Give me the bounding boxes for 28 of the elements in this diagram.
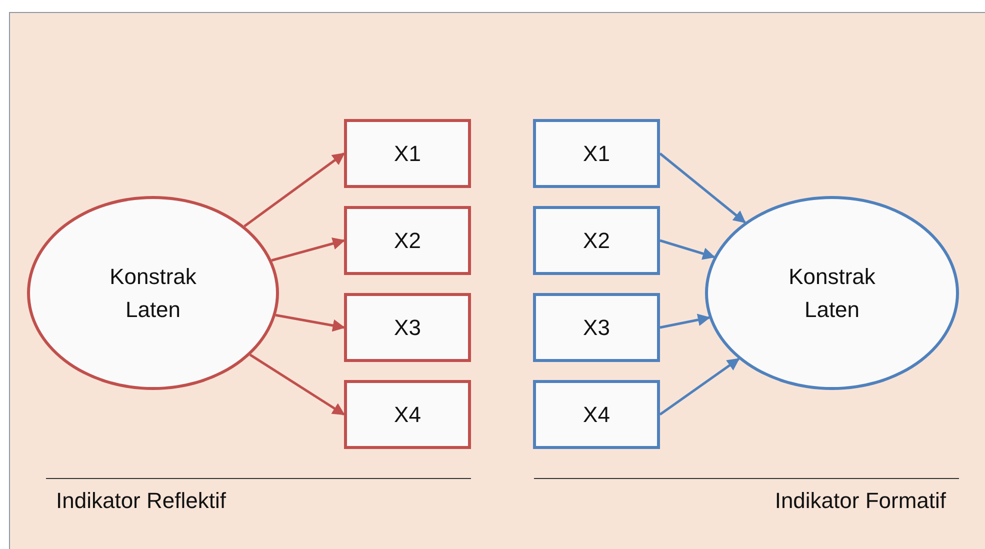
indicator-label: X4	[394, 402, 421, 428]
indicator-box	[533, 119, 660, 188]
arrow	[244, 152, 345, 228]
arrow	[659, 358, 740, 416]
indicator-box	[344, 380, 471, 449]
arrow	[660, 314, 710, 329]
indicator-label: X2	[583, 228, 610, 254]
arrow	[249, 354, 346, 416]
indicator-box	[344, 119, 471, 188]
indicator-box	[344, 293, 471, 362]
indicator-label: X2	[394, 228, 421, 254]
node-label: Konstrak Laten	[108, 263, 198, 324]
indicator-label: X3	[583, 314, 610, 340]
indicator-box	[533, 206, 660, 275]
arrow	[271, 237, 346, 262]
caption: Indikator Formatif	[774, 488, 946, 514]
indicator-label: X4	[583, 402, 610, 428]
node-label: Konstrak Laten	[788, 263, 876, 324]
indicator-label: X3	[394, 314, 421, 340]
arrow	[275, 314, 346, 332]
indicator-box	[533, 293, 660, 362]
indicator-box	[344, 206, 471, 275]
caption: Indikator Reflektif	[56, 488, 226, 514]
indicator-label: X1	[394, 140, 421, 166]
indicator-box	[533, 380, 660, 449]
arrow	[659, 152, 746, 224]
arrow	[660, 239, 716, 260]
indicator-label: X1	[583, 140, 610, 166]
